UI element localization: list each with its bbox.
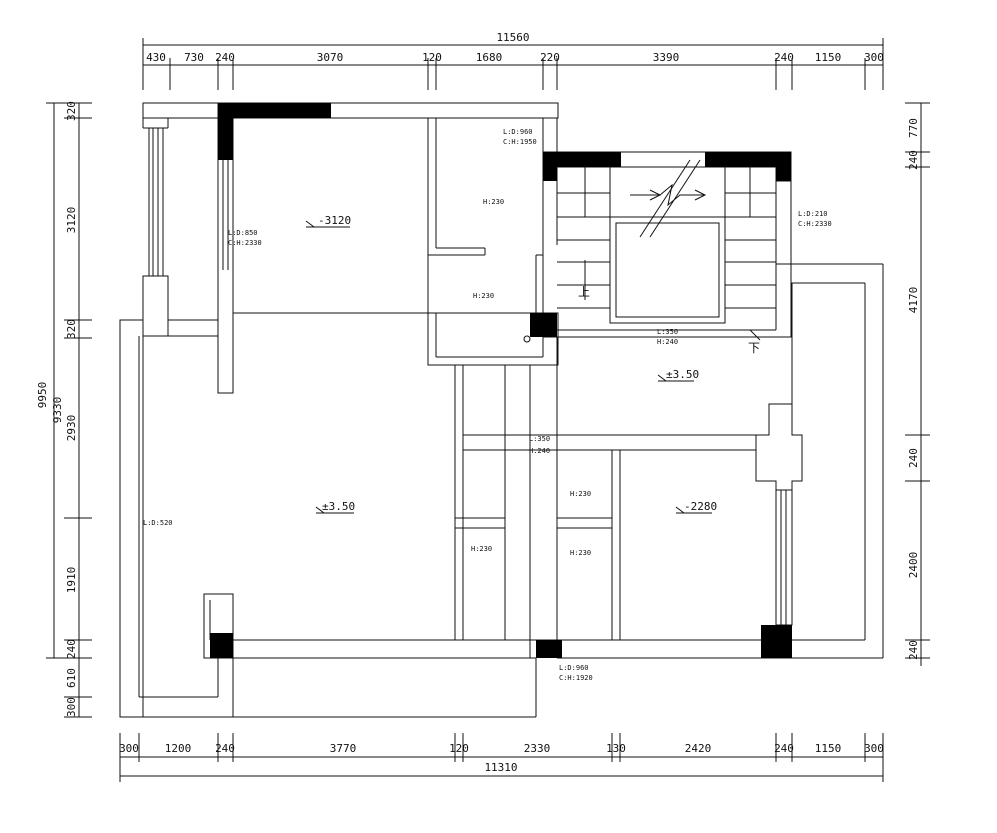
column-stair-left-v [543, 167, 557, 181]
elevation-right-room: -2280 [675, 500, 717, 514]
height-bath-1: H:230 [570, 490, 591, 498]
column-top-bar [218, 103, 331, 118]
top-seg-10: 1150 [815, 51, 842, 64]
right-seg-5: 2400 [907, 552, 920, 579]
column-bottom-right [761, 625, 792, 658]
elevation-bedroom-value: -3120 [318, 214, 351, 227]
column-top-left [218, 118, 233, 160]
right-seg-2: 240 [907, 150, 920, 170]
bottom-seg-8: 2420 [685, 742, 712, 755]
corridor-beam-span: L:350 [529, 435, 550, 443]
right-seg-3: 4170 [907, 287, 920, 314]
column-stair-right-v [776, 167, 791, 181]
right-seg-1: 770 [907, 118, 920, 138]
right-seg-4: 240 [907, 448, 920, 468]
bottom-seg-2: 1200 [165, 742, 192, 755]
elevation-stair-hall-value: ±3.50 [666, 368, 699, 381]
door-top-width: L:D:960 [503, 128, 533, 136]
elevation-right-room-value: -2280 [684, 500, 717, 513]
bottom-total-dim: 11310 [484, 761, 517, 774]
window-bottom-width: L:D:960 [559, 664, 589, 672]
window-right-width: L:D:210 [798, 210, 828, 218]
elevation-living-value: ±3.50 [322, 500, 355, 513]
top-seg-5: 120 [422, 51, 442, 64]
top-seg-3: 240 [215, 51, 235, 64]
bottom-dimension-chain: 300 1200 240 3770 120 2330 130 2420 240 … [119, 733, 884, 782]
column-stair-left [543, 152, 621, 167]
left-seg-4: 2930 [65, 415, 78, 442]
walls [119, 102, 884, 718]
left-seg-8: 300 [65, 697, 78, 717]
top-total-dim: 11560 [496, 31, 529, 44]
left-seg-3: 320 [65, 319, 78, 339]
corridor-beam-height: H:240 [529, 447, 550, 455]
bottom-seg-5: 120 [449, 742, 469, 755]
stair-up-label: 上 [578, 285, 590, 299]
top-seg-7: 220 [540, 51, 560, 64]
stair-beam-span: L:350 [657, 328, 678, 336]
left-outer-dim: 9950 [36, 382, 49, 409]
height-mid: H:230 [473, 292, 494, 300]
bottom-seg-3: 240 [215, 742, 235, 755]
structural-columns [210, 103, 792, 658]
bottom-seg-4: 3770 [330, 742, 357, 755]
height-upper: H:230 [483, 198, 504, 206]
bottom-seg-9: 240 [774, 742, 794, 755]
column-bottom-mid [536, 640, 562, 658]
living-window-width: L:D:520 [143, 519, 173, 527]
left-seg-1: 320 [65, 101, 78, 121]
top-seg-6: 1680 [476, 51, 503, 64]
annotations: L:D:960 C:H:1950 L:D:850 C:H:2330 L:D:21… [143, 128, 832, 682]
bottom-seg-11: 300 [864, 742, 884, 755]
left-inner-dim: 9330 [51, 397, 64, 424]
column-bottom-left [210, 633, 233, 658]
elevation-markers: -3120 ±3.50 ±3.50 -2280 [305, 214, 717, 514]
door-top-height: C:H:1950 [503, 138, 537, 146]
elevation-living: ±3.50 [315, 500, 355, 514]
left-seg-6: 240 [65, 639, 78, 659]
top-dimension-chain: 11560 430 730 240 3070 120 1680 220 3390… [142, 31, 884, 90]
elevation-bedroom: -3120 [305, 214, 351, 228]
top-seg-11: 300 [864, 51, 884, 64]
column-center [530, 313, 557, 337]
column-stair-right [705, 152, 791, 167]
window-bottom-height: C:H:1920 [559, 674, 593, 682]
top-seg-8: 3390 [653, 51, 680, 64]
stair-down-label: 下 [748, 341, 760, 355]
top-seg-2: 730 [184, 51, 204, 64]
drain-symbol [523, 335, 531, 343]
top-seg-1: 430 [146, 51, 166, 64]
left-seg-5: 1910 [65, 567, 78, 594]
right-dimension-chain: 770 240 4170 240 2400 240 [905, 102, 930, 666]
left-seg-2: 3120 [65, 207, 78, 234]
bottom-seg-10: 1150 [815, 742, 842, 755]
top-seg-4: 3070 [317, 51, 344, 64]
bottom-seg-1: 300 [119, 742, 139, 755]
left-dimension-chain: 9950 9330 320 3120 320 2930 1910 240 610… [36, 101, 92, 718]
window-left-width: L:D:850 [228, 229, 258, 237]
bottom-seg-6: 2330 [524, 742, 551, 755]
window-right-height: C:H:2330 [798, 220, 832, 228]
height-bath-2: H:230 [471, 545, 492, 553]
top-seg-9: 240 [774, 51, 794, 64]
stair-beam-height: H:240 [657, 338, 678, 346]
window-left-height: C:H:2330 [228, 239, 262, 247]
elevation-stair-hall: ±3.50 [657, 368, 699, 382]
staircase: 上 下 [523, 159, 776, 355]
right-seg-6: 240 [907, 640, 920, 660]
bottom-seg-7: 130 [606, 742, 626, 755]
left-seg-7: 610 [65, 668, 78, 688]
height-bath-3: H:230 [570, 549, 591, 557]
